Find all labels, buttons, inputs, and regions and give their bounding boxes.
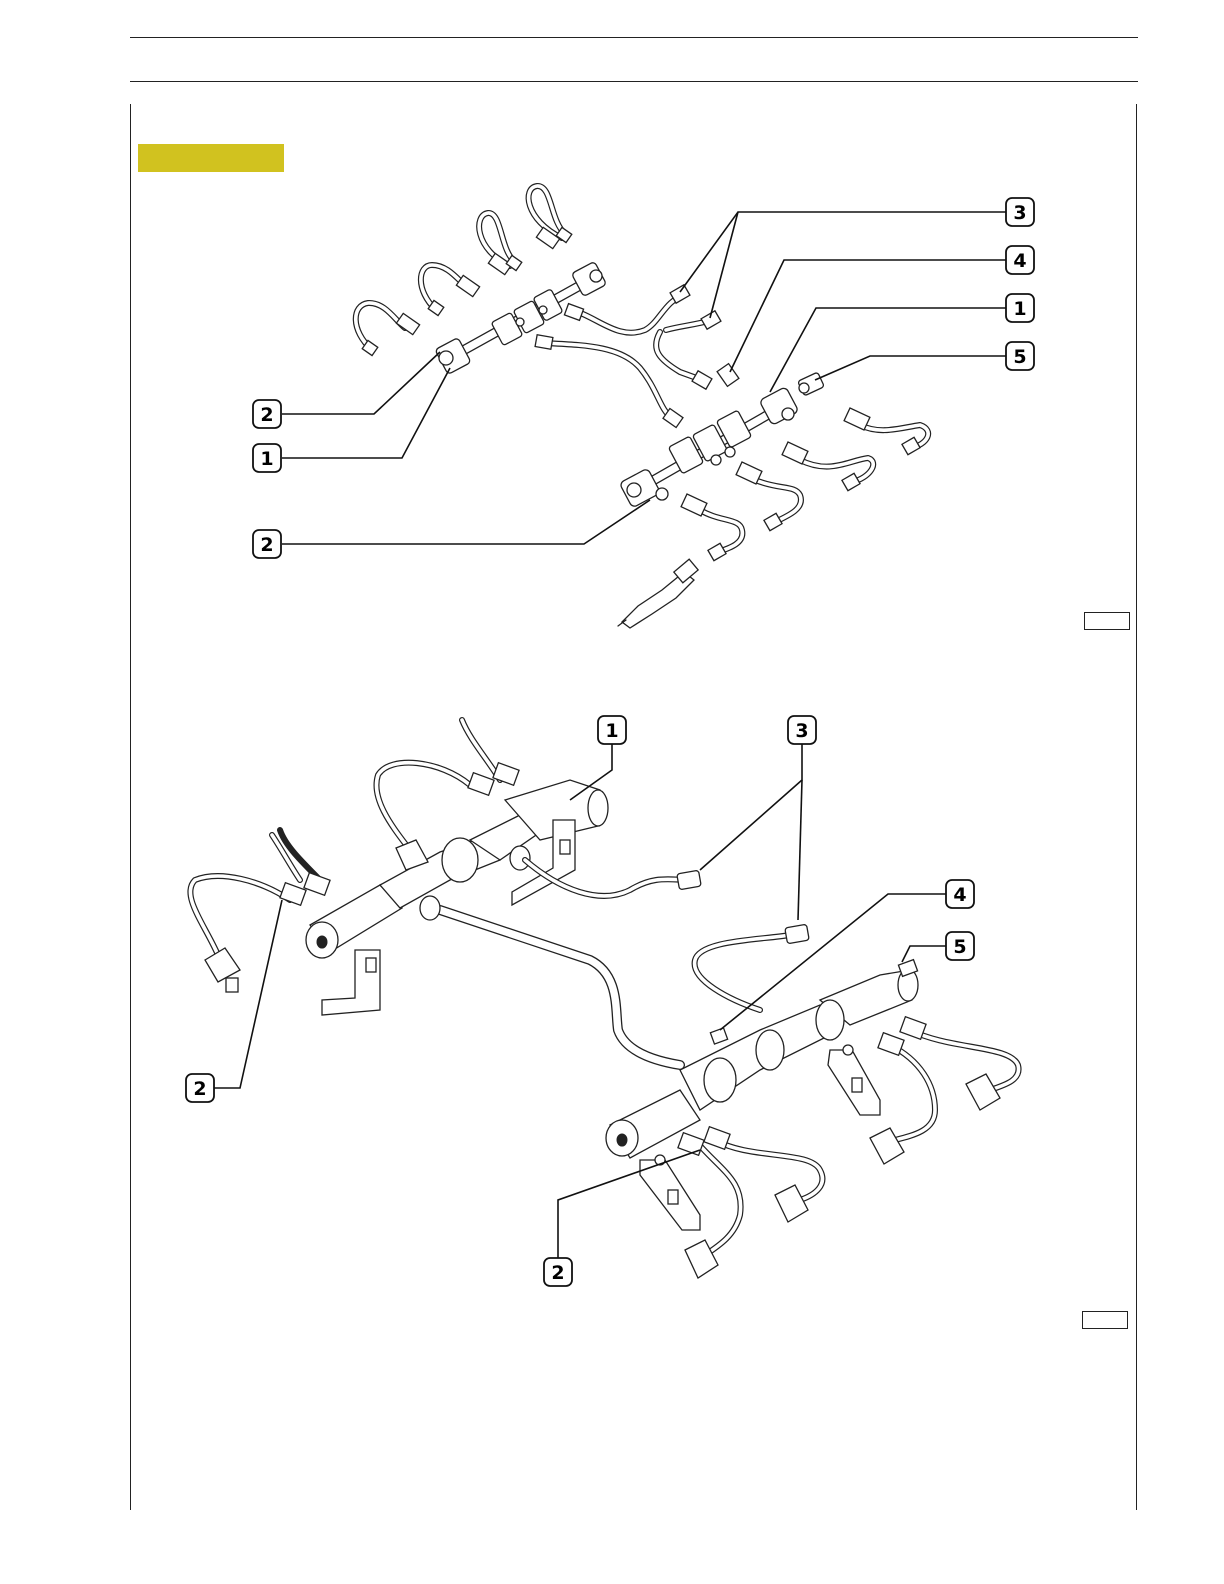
injector [618,559,698,628]
bottom-figure [190,720,1018,1278]
rail-left-assembled [306,780,608,1015]
top-figure [282,186,1006,628]
rail-right-assembled [606,960,918,1230]
callout-1-top-left: 1 [260,448,273,470]
callout-2-top-lower: 2 [260,534,273,556]
callout-2-bottom-left: 2 [193,1078,206,1100]
injector-pipes-lower [681,408,928,561]
injector-pipes-upper [356,186,572,356]
callout-3-bottom: 3 [795,720,808,742]
callout-5-top: 5 [1013,346,1026,368]
fitting-4-top [717,364,739,387]
balance-pipe [440,910,680,1065]
callout-4-top: 4 [1013,250,1026,272]
callout-2-bottom-center: 2 [551,1262,564,1284]
callout-5-bottom: 5 [953,936,966,958]
callout-1-top-right: 1 [1013,298,1026,320]
callout-3-top: 3 [1013,202,1026,224]
rail-lower [619,387,799,508]
return-pipe-assembled [525,860,809,1010]
callout-2-top-upper: 2 [260,404,273,426]
callout-4-bottom: 4 [953,884,966,906]
callout-1-bottom: 1 [605,720,618,742]
return-pipes-top [535,285,721,428]
pressure-sensor-top [798,372,825,396]
